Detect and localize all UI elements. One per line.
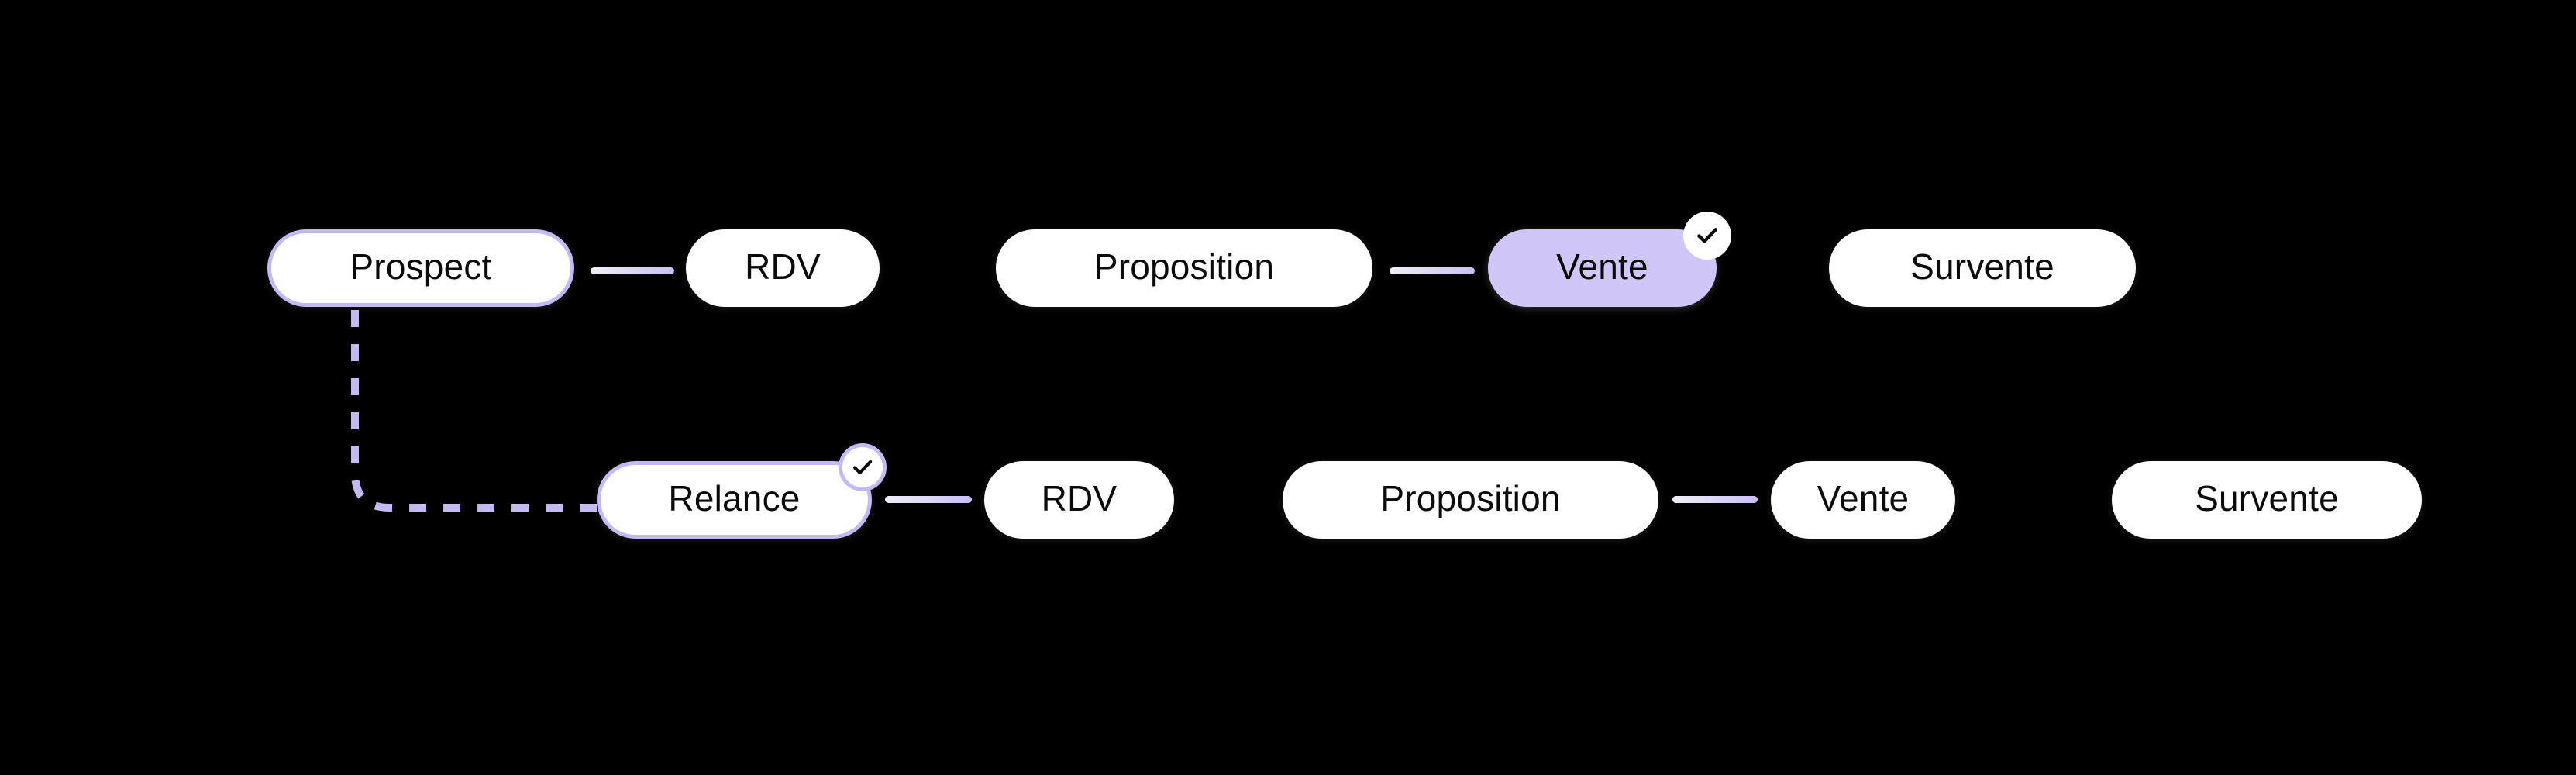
check-icon bbox=[1697, 228, 1717, 243]
node-prospect[interactable]: Prospect bbox=[267, 229, 574, 307]
connector-proposition-vente-row2 bbox=[1672, 496, 1758, 503]
node-proposition-row2[interactable]: Proposition bbox=[1283, 461, 1658, 539]
node-label: Prospect bbox=[350, 246, 492, 287]
node-label: Survente bbox=[2195, 478, 2339, 518]
node-label: Vente bbox=[1556, 246, 1648, 287]
branch-connector-prospect-to-relance bbox=[351, 310, 601, 512]
check-icon bbox=[852, 460, 873, 474]
node-survente-row1[interactable]: Survente bbox=[1829, 229, 2136, 307]
node-survente-row2[interactable]: Survente bbox=[2112, 461, 2422, 539]
node-vente-row2[interactable]: Vente bbox=[1771, 461, 1955, 539]
node-proposition-row1[interactable]: Proposition bbox=[996, 229, 1372, 307]
node-label: Vente bbox=[1817, 478, 1910, 518]
node-label: RDV bbox=[745, 246, 821, 287]
connector-relance-rdv bbox=[885, 496, 972, 503]
node-rdv-row2[interactable]: RDV bbox=[984, 461, 1174, 539]
check-badge[interactable] bbox=[839, 443, 887, 491]
node-rdv-row1[interactable]: RDV bbox=[686, 229, 880, 307]
node-label: Proposition bbox=[1380, 478, 1561, 518]
connector-prospect-rdv bbox=[591, 267, 674, 274]
check-badge[interactable] bbox=[1683, 212, 1731, 260]
node-label: RDV bbox=[1041, 478, 1118, 518]
connector-proposition-vente-row1 bbox=[1390, 267, 1475, 274]
node-label: Survente bbox=[1910, 246, 2054, 287]
node-vente-row1[interactable]: Vente bbox=[1488, 212, 1731, 307]
node-label: Relance bbox=[668, 478, 801, 518]
node-label: Proposition bbox=[1093, 246, 1275, 287]
node-relance[interactable]: Relance bbox=[597, 443, 887, 539]
